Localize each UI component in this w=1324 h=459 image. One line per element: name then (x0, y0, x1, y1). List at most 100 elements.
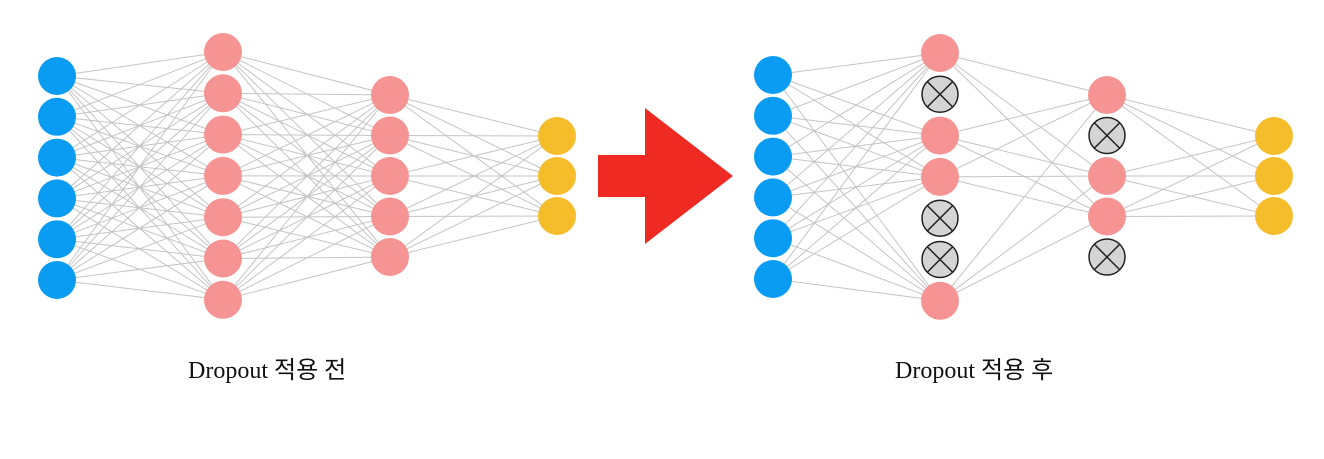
output-neuron (1255, 157, 1293, 195)
input-neuron (754, 219, 792, 258)
hidden-neuron (371, 238, 409, 276)
connection-line (222, 92, 391, 96)
connection-line (56, 279, 224, 301)
connection-line (222, 94, 391, 218)
connection-line (772, 156, 941, 302)
hidden-neuron (1088, 157, 1126, 195)
connection-line (772, 52, 941, 239)
connection-line (1106, 94, 1275, 137)
connection-line (1106, 94, 1275, 177)
output-neuron (1255, 197, 1293, 235)
input-neuron (754, 137, 792, 176)
connection-line (939, 135, 1108, 177)
connection-line (56, 51, 224, 240)
connection-lines (56, 51, 558, 301)
input-neuron (754, 56, 792, 94)
hidden-neuron (204, 280, 242, 319)
hidden-neuron (204, 33, 242, 71)
input-neuron (754, 260, 792, 298)
connection-line (939, 52, 1108, 177)
connection-line (772, 237, 941, 302)
hidden-neuron (204, 198, 242, 237)
output-neuron (538, 157, 576, 195)
input-neuron (38, 57, 76, 95)
connection-line (389, 215, 558, 258)
caption-after-dropout: Dropout 적용 후 (895, 358, 1054, 384)
cross-line (926, 81, 954, 108)
output-neuron (538, 117, 576, 155)
hidden-neuron (371, 116, 409, 155)
connection-line (939, 94, 1108, 302)
connection-line (939, 216, 1108, 302)
hidden-neuron (371, 197, 409, 236)
connection-line (389, 135, 558, 137)
cross-line (926, 246, 954, 273)
connection-line (772, 52, 941, 280)
connection-line (939, 52, 1108, 217)
connection-line (56, 51, 224, 77)
input-neuron (38, 220, 76, 259)
input-neuron (38, 97, 76, 136)
connection-line (389, 175, 558, 258)
output-neuron (1255, 117, 1293, 155)
hidden-neuron (204, 156, 242, 195)
connection-line (389, 135, 558, 217)
hidden-layer (371, 76, 409, 276)
cross-line (926, 204, 954, 232)
input-neuron (38, 138, 76, 177)
connection-line (222, 135, 391, 301)
cross-line (1093, 122, 1121, 149)
network-before-dropout (38, 33, 576, 319)
dropped-neuron-icon (1088, 116, 1126, 155)
connection-line (772, 196, 941, 302)
output-layer (1255, 117, 1293, 235)
connection-line (1106, 135, 1275, 217)
input-neuron (754, 178, 792, 217)
dropped-neuron-icon (921, 199, 959, 237)
connection-line (772, 52, 941, 198)
connection-line (772, 52, 941, 158)
connection-line (772, 135, 941, 280)
hidden-neuron (1088, 76, 1126, 114)
connection-line (939, 94, 1108, 137)
hidden-neuron (204, 115, 242, 154)
connection-line (939, 52, 1108, 96)
connection-line (1106, 135, 1275, 177)
connection-line (389, 135, 558, 258)
input-layer (754, 56, 792, 298)
input-neuron (38, 261, 76, 299)
connection-line (772, 176, 941, 280)
dropped-neuron-icon (921, 75, 959, 114)
connection-line (389, 135, 558, 177)
connection-line (772, 52, 941, 117)
connection-line (772, 74, 941, 302)
dropped-neuron-icon (1088, 238, 1126, 276)
cross-line (1093, 243, 1121, 271)
right-arrow-icon (598, 108, 733, 244)
connection-line (222, 51, 391, 96)
caption-before-dropout: Dropout 적용 전 (188, 358, 347, 384)
hidden-neuron (921, 34, 959, 72)
connection-line (939, 175, 1108, 302)
input-layer (38, 57, 76, 299)
connection-line (1106, 175, 1275, 217)
network-after-dropout (754, 34, 1293, 320)
hidden-neuron (1088, 197, 1126, 236)
input-neuron (38, 179, 76, 218)
connection-lines (772, 52, 1275, 302)
connection-line (772, 115, 941, 302)
connection-line (772, 52, 941, 76)
hidden-neuron (371, 157, 409, 195)
connection-line (56, 258, 224, 281)
hidden-neuron (371, 76, 409, 114)
connection-line (222, 94, 391, 136)
connection-line (56, 51, 224, 199)
connection-line (56, 175, 224, 281)
connection-line (56, 51, 224, 159)
hidden-neuron (204, 74, 242, 113)
hidden-layer (1088, 76, 1126, 276)
hidden-neuron (921, 116, 959, 155)
connection-line (222, 94, 391, 177)
output-neuron (538, 197, 576, 235)
